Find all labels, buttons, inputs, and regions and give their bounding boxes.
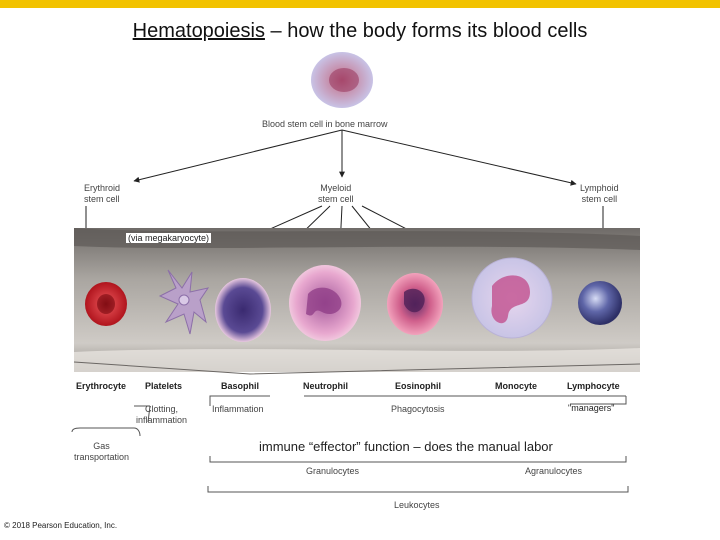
- lymphoid-line-2: stem cell: [581, 194, 618, 204]
- gas-line-1: Gas: [93, 441, 110, 451]
- erythroid-line-2: stem cell: [84, 194, 120, 204]
- clotting-label: Clotting, inflammation: [136, 404, 187, 426]
- monocyte-label: Monocyte: [495, 381, 538, 391]
- platelets-label: Platelets: [145, 381, 183, 391]
- eosinophil-label: Eosinophil: [395, 381, 441, 391]
- granulocytes-label: Granulocytes: [306, 466, 360, 476]
- clotting-line-1: Clotting,: [145, 404, 179, 414]
- inflammation-label: Inflammation: [212, 404, 264, 414]
- clotting-line-2: inflammation: [136, 415, 188, 425]
- eosinophil-cell: [387, 273, 443, 335]
- basophil-cell: [215, 278, 271, 342]
- erythroid-stem-cell-label: Erythroid stem cell: [84, 183, 120, 205]
- myeloid-line-2: stem cell: [318, 194, 354, 204]
- basophil-label: Basophil: [221, 381, 260, 391]
- megakaryocyte-note: (via megakaryocyte): [126, 233, 212, 243]
- effector-function-note: immune “effector” function – does the ma…: [259, 439, 553, 454]
- phagocytosis-label: Phagocytosis: [391, 404, 445, 414]
- lymphocyte-cell: [578, 281, 622, 325]
- gas-line-2: transportation: [74, 452, 130, 462]
- top-accent-bar: [0, 0, 720, 8]
- managers-note: "managers": [568, 403, 615, 413]
- bracket-lines: [71, 395, 629, 493]
- myeloid-stem-cell-label: Myeloid stem cell: [318, 183, 354, 205]
- neutrophil-cell: [289, 265, 361, 341]
- myeloid-line-1: Myeloid: [320, 183, 352, 193]
- leukocytes-label: Leukocytes: [394, 500, 440, 510]
- neutrophil-label: Neutrophil: [303, 381, 348, 391]
- title-main: Hematopoiesis: [132, 20, 265, 42]
- erythrocyte-label: Erythrocyte: [76, 381, 127, 391]
- monocyte-cell: [471, 257, 553, 339]
- title-rest: – how the body forms its blood cells: [264, 20, 588, 42]
- page-title: Hematopoiesis – how the body forms its b…: [0, 20, 720, 43]
- platelets-cell: [158, 269, 210, 335]
- agranulocytes-label: Agranulocytes: [525, 466, 583, 476]
- erythrocyte-cell: [85, 282, 127, 326]
- gas-transportation-label: Gas transportation: [74, 441, 129, 463]
- blood-stem-cell-nucleus: [329, 68, 359, 92]
- blood-stem-cell-label: Blood stem cell in bone marrow: [262, 119, 388, 129]
- lymphocyte-label: Lymphocyte: [567, 381, 620, 391]
- copyright-notice: © 2018 Pearson Education, Inc.: [4, 521, 118, 530]
- lymphoid-line-1: Lymphoid: [580, 183, 619, 193]
- lymphoid-stem-cell-label: Lymphoid stem cell: [580, 183, 619, 205]
- erythroid-line-1: Erythroid: [84, 183, 121, 193]
